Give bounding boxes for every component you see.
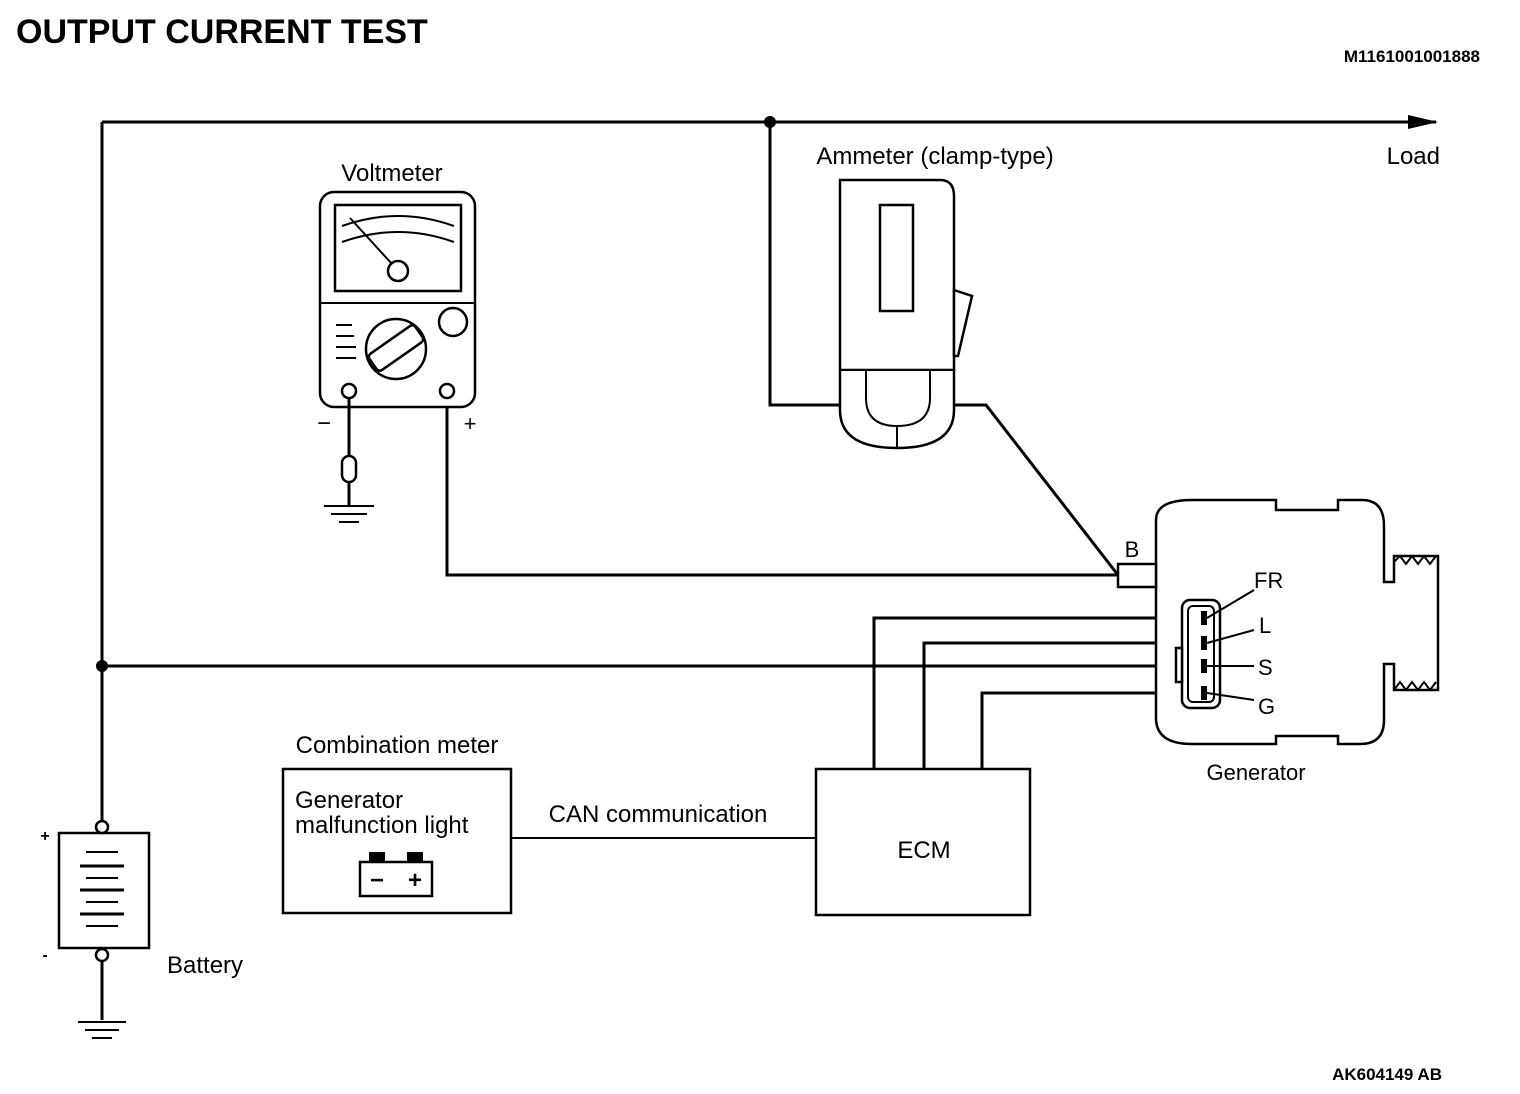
terminal-fr-label: FR [1254,568,1283,593]
combination-meter-label: Combination meter [296,732,499,759]
battery-warning-icon: − + [358,852,434,898]
junction-dot-top [764,116,776,128]
battery-ground-symbol [78,1021,126,1039]
voltmeter-positive-jack [438,382,456,400]
warning-light-label-line1: Generator [295,787,403,814]
ammeter-trigger [952,288,974,358]
battery-cell-lines [80,851,124,927]
generator-label: Generator [1206,760,1305,785]
ecm-box [814,767,1032,917]
wiring [96,115,1438,839]
generator-pins [1201,611,1207,700]
voltmeter-negative-jack [340,382,358,400]
ammeter-display [878,203,915,313]
load-label: Load [1387,143,1440,170]
generator-pulley-teeth-bottom [1393,680,1437,692]
pin-l [1201,636,1207,650]
battery [57,819,151,1039]
battery-label: Battery [167,952,243,979]
voltmeter-minus-label: − [317,410,331,437]
pin-g [1201,686,1207,700]
l-terminal-wire [922,641,1200,769]
battery-minus-label: - [42,947,47,964]
g-terminal-wire [980,691,1200,769]
battery-negative-post [94,947,110,963]
voltmeter-range-marks [336,324,356,359]
voltmeter-zero-adjust [437,306,469,338]
voltmeter-probe-clip [340,454,358,484]
battery-icon-body [358,860,434,898]
generator [1116,498,1440,746]
voltmeter-needle [349,217,393,265]
fr-terminal-wire [872,616,1200,769]
voltmeter-knob-handle [367,324,425,372]
generator-connector-inner [1187,605,1215,703]
battery-icon-terminal-right [407,852,423,862]
ecm-label: ECM [897,837,950,864]
terminal-g-label: G [1258,694,1275,719]
pin-fr [1201,611,1207,625]
terminal-b-label: B [1125,537,1140,562]
page-title: OUTPUT CURRENT TEST [16,13,428,51]
terminal-s-label: S [1258,655,1273,680]
generator-pin-leaders [1206,589,1255,701]
generator-housing [1154,498,1440,746]
terminal-l-label: L [1259,613,1271,638]
voltmeter-needle-pivot [386,259,410,283]
voltmeter-plus-label: + [464,411,477,436]
battery-icon-minus: − [370,867,384,894]
voltmeter [318,190,477,523]
battery-plus-label: + [40,828,49,845]
document-code: M1161001001888 [1344,47,1480,66]
voltmeter-positive-lead [445,394,1118,577]
pin-s [1201,659,1207,673]
ammeter-label: Ammeter (clamp-type) [816,143,1053,170]
generator-b-terminal [1116,562,1158,589]
generator-connector-lock [1174,646,1184,684]
battery-icon-terminal-left [369,852,385,862]
battery-icon-plus: + [408,867,422,894]
warning-light-label-line2: malfunction light [295,812,469,839]
battery-positive-post [94,819,110,835]
voltmeter-ground-symbol [324,505,374,523]
voltmeter-scale-arc-2 [341,231,455,243]
junction-dot-left [96,660,108,672]
ammeter [838,178,974,450]
can-label: CAN communication [549,801,768,828]
combination-meter: − + [281,767,513,915]
generator-pulley-teeth-top [1393,554,1437,566]
voltmeter-label: Voltmeter [341,160,442,187]
figure-code: AK604149 AB [1332,1065,1442,1084]
